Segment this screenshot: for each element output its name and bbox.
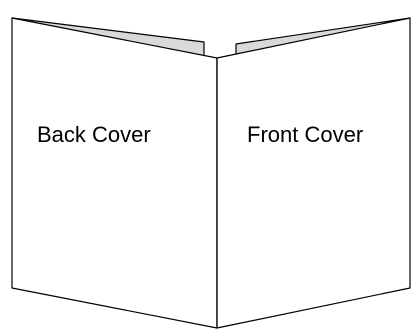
- back-cover-label: Back Cover: [37, 122, 151, 147]
- back-cover-panel: [12, 18, 217, 328]
- front-cover-label: Front Cover: [247, 122, 363, 147]
- front-cover-panel: [217, 18, 410, 328]
